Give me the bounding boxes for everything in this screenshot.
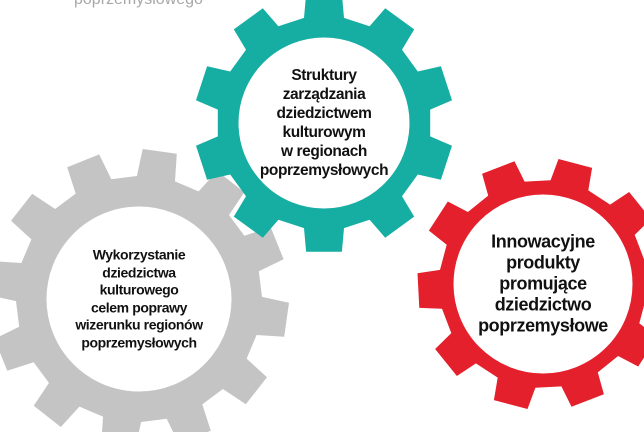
gear-gray — [0, 149, 289, 432]
gear-red-label-line: promujące — [499, 273, 587, 294]
gear-teal-label-line: w regionach — [280, 143, 368, 160]
gear-teal-label-line: zarządzania — [282, 86, 366, 103]
gear-gray-inner-ring — [41, 201, 237, 397]
gear-red-inner-ring — [448, 189, 638, 379]
gear-red-label-line: Innowacyjne — [491, 231, 595, 252]
gear-gray-label-line: dziedzictwa — [102, 264, 176, 280]
top-caption: poprzemysłowego — [74, 0, 203, 9]
gear-gray-label: Wykorzystanie dziedzictwa kulturowego ce… — [75, 246, 203, 352]
gear-red-label-line: poprzemysłowe — [478, 315, 608, 336]
gear-red-label: Innowacyjne produkty promujące dziedzict… — [478, 232, 608, 337]
gear-gray-label-line: poprzemysłowych — [81, 334, 197, 350]
gear-teal-label: Struktury zarządzania dziedzictwem kultu… — [259, 66, 389, 180]
gear-teal-inner-ring — [233, 32, 415, 214]
gear-red — [417, 159, 644, 409]
gear-teal-label-line: dziedzictwem — [276, 105, 372, 122]
gear-teal-label-line: Struktury — [291, 67, 357, 84]
gear-gray-label-line: celem poprawy — [91, 299, 187, 315]
gear-gray-label-line: wizerunku regionów — [75, 316, 203, 333]
gear-teal-label-line: poprzemysłowych — [259, 162, 389, 179]
gear-gray-label-line: Wykorzystanie — [92, 246, 186, 263]
gear-red-label-line: dziedzictwo — [494, 294, 592, 315]
gear-red-label-line: produkty — [506, 252, 580, 273]
gear-gray-label-line: kulturowego — [99, 281, 179, 298]
gear-teal — [196, 0, 452, 252]
gear-teal-label-line: kulturowym — [282, 124, 366, 141]
